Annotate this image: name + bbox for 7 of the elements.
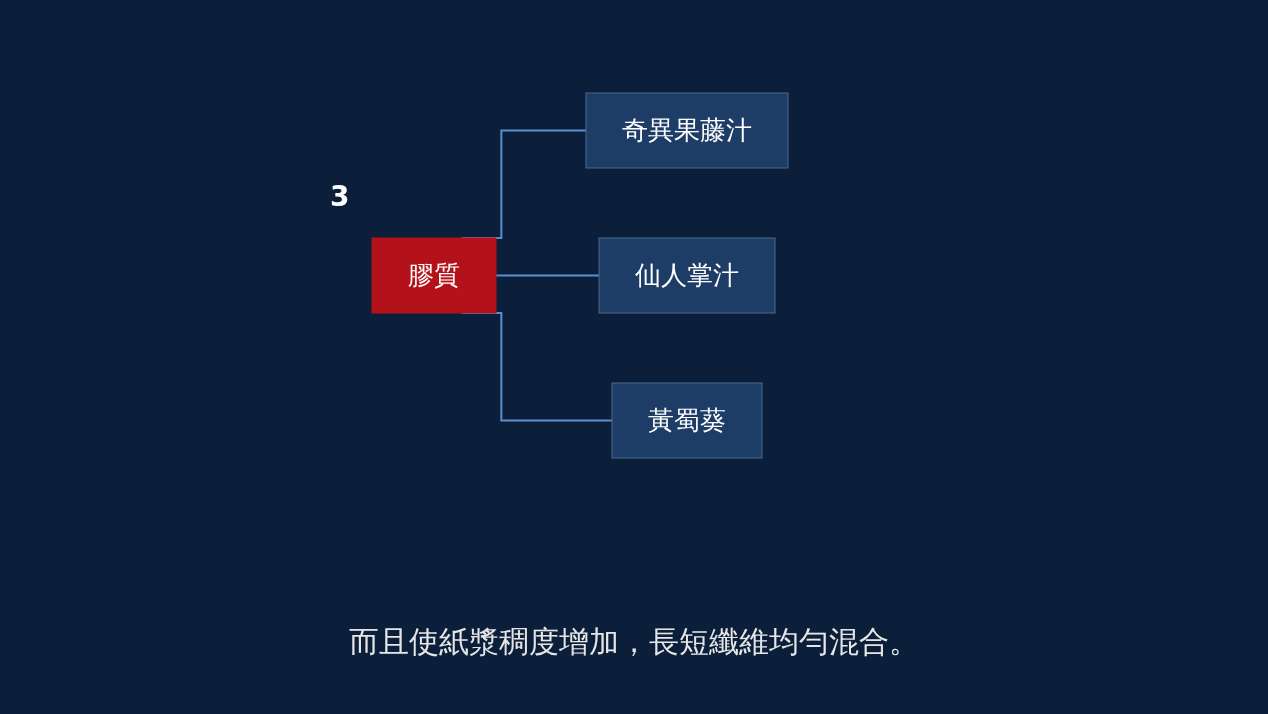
node-box: 仙人掌汁 [598,237,776,313]
node-box: 膠質 [371,237,497,313]
step-number: 3 [330,180,350,213]
node-box: 黃蜀葵 [611,382,763,458]
subtitle-caption: 而且使紙漿稠度增加，長短纖維均勻混合。 [349,624,919,659]
node-box: 奇異果藤汁 [585,92,789,168]
connector [495,274,600,276]
